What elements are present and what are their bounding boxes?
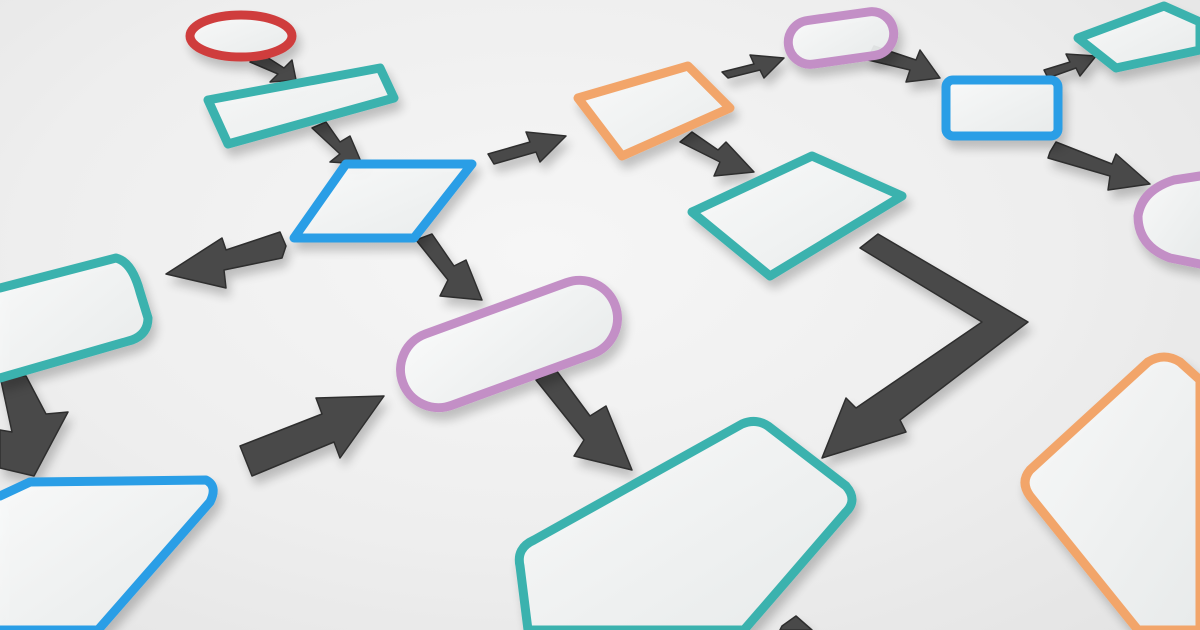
arrow-process-4-to-decision-3	[0, 375, 69, 477]
node-terminal-4[interactable]	[1133, 171, 1200, 269]
arrow-process-3-to-process-6	[821, 233, 1029, 459]
arrow-process-1-to-decision-1	[311, 121, 363, 165]
arrow-process-2-to-process-3	[679, 131, 755, 177]
node-terminal-3[interactable]	[390, 270, 628, 419]
node-decision-1[interactable]	[289, 159, 477, 243]
node-terminal-2[interactable]	[783, 7, 899, 69]
node-process-3[interactable]	[687, 151, 907, 281]
arrow-process-6-to-offscreen	[779, 615, 813, 630]
arrow-decision-1-to-process-2	[487, 131, 567, 165]
arrow-decision-1-to-process-4	[165, 231, 287, 289]
arrow-terminal-3-to-process-6	[535, 369, 633, 471]
arrow-layer	[0, 45, 1151, 630]
node-process-4[interactable]	[0, 253, 153, 383]
node-process-2[interactable]	[573, 61, 735, 161]
arrow-decision-3-to-terminal-3	[239, 395, 385, 477]
node-process-6[interactable]	[514, 416, 857, 630]
arrow-process-2-to-terminal-2	[721, 54, 785, 79]
arrow-decision-2-to-terminal-4	[1047, 141, 1151, 191]
node-decision-3[interactable]	[0, 475, 218, 630]
node-decision-2[interactable]	[941, 75, 1063, 141]
node-process-7[interactable]	[1020, 352, 1200, 630]
node-process-1[interactable]	[203, 63, 399, 149]
node-start-terminal[interactable]	[185, 10, 297, 62]
node-process-8[interactable]	[1073, 1, 1200, 73]
arrow-decision-2-to-process-8	[1043, 53, 1097, 79]
arrow-decision-1-to-terminal-3	[415, 233, 483, 301]
